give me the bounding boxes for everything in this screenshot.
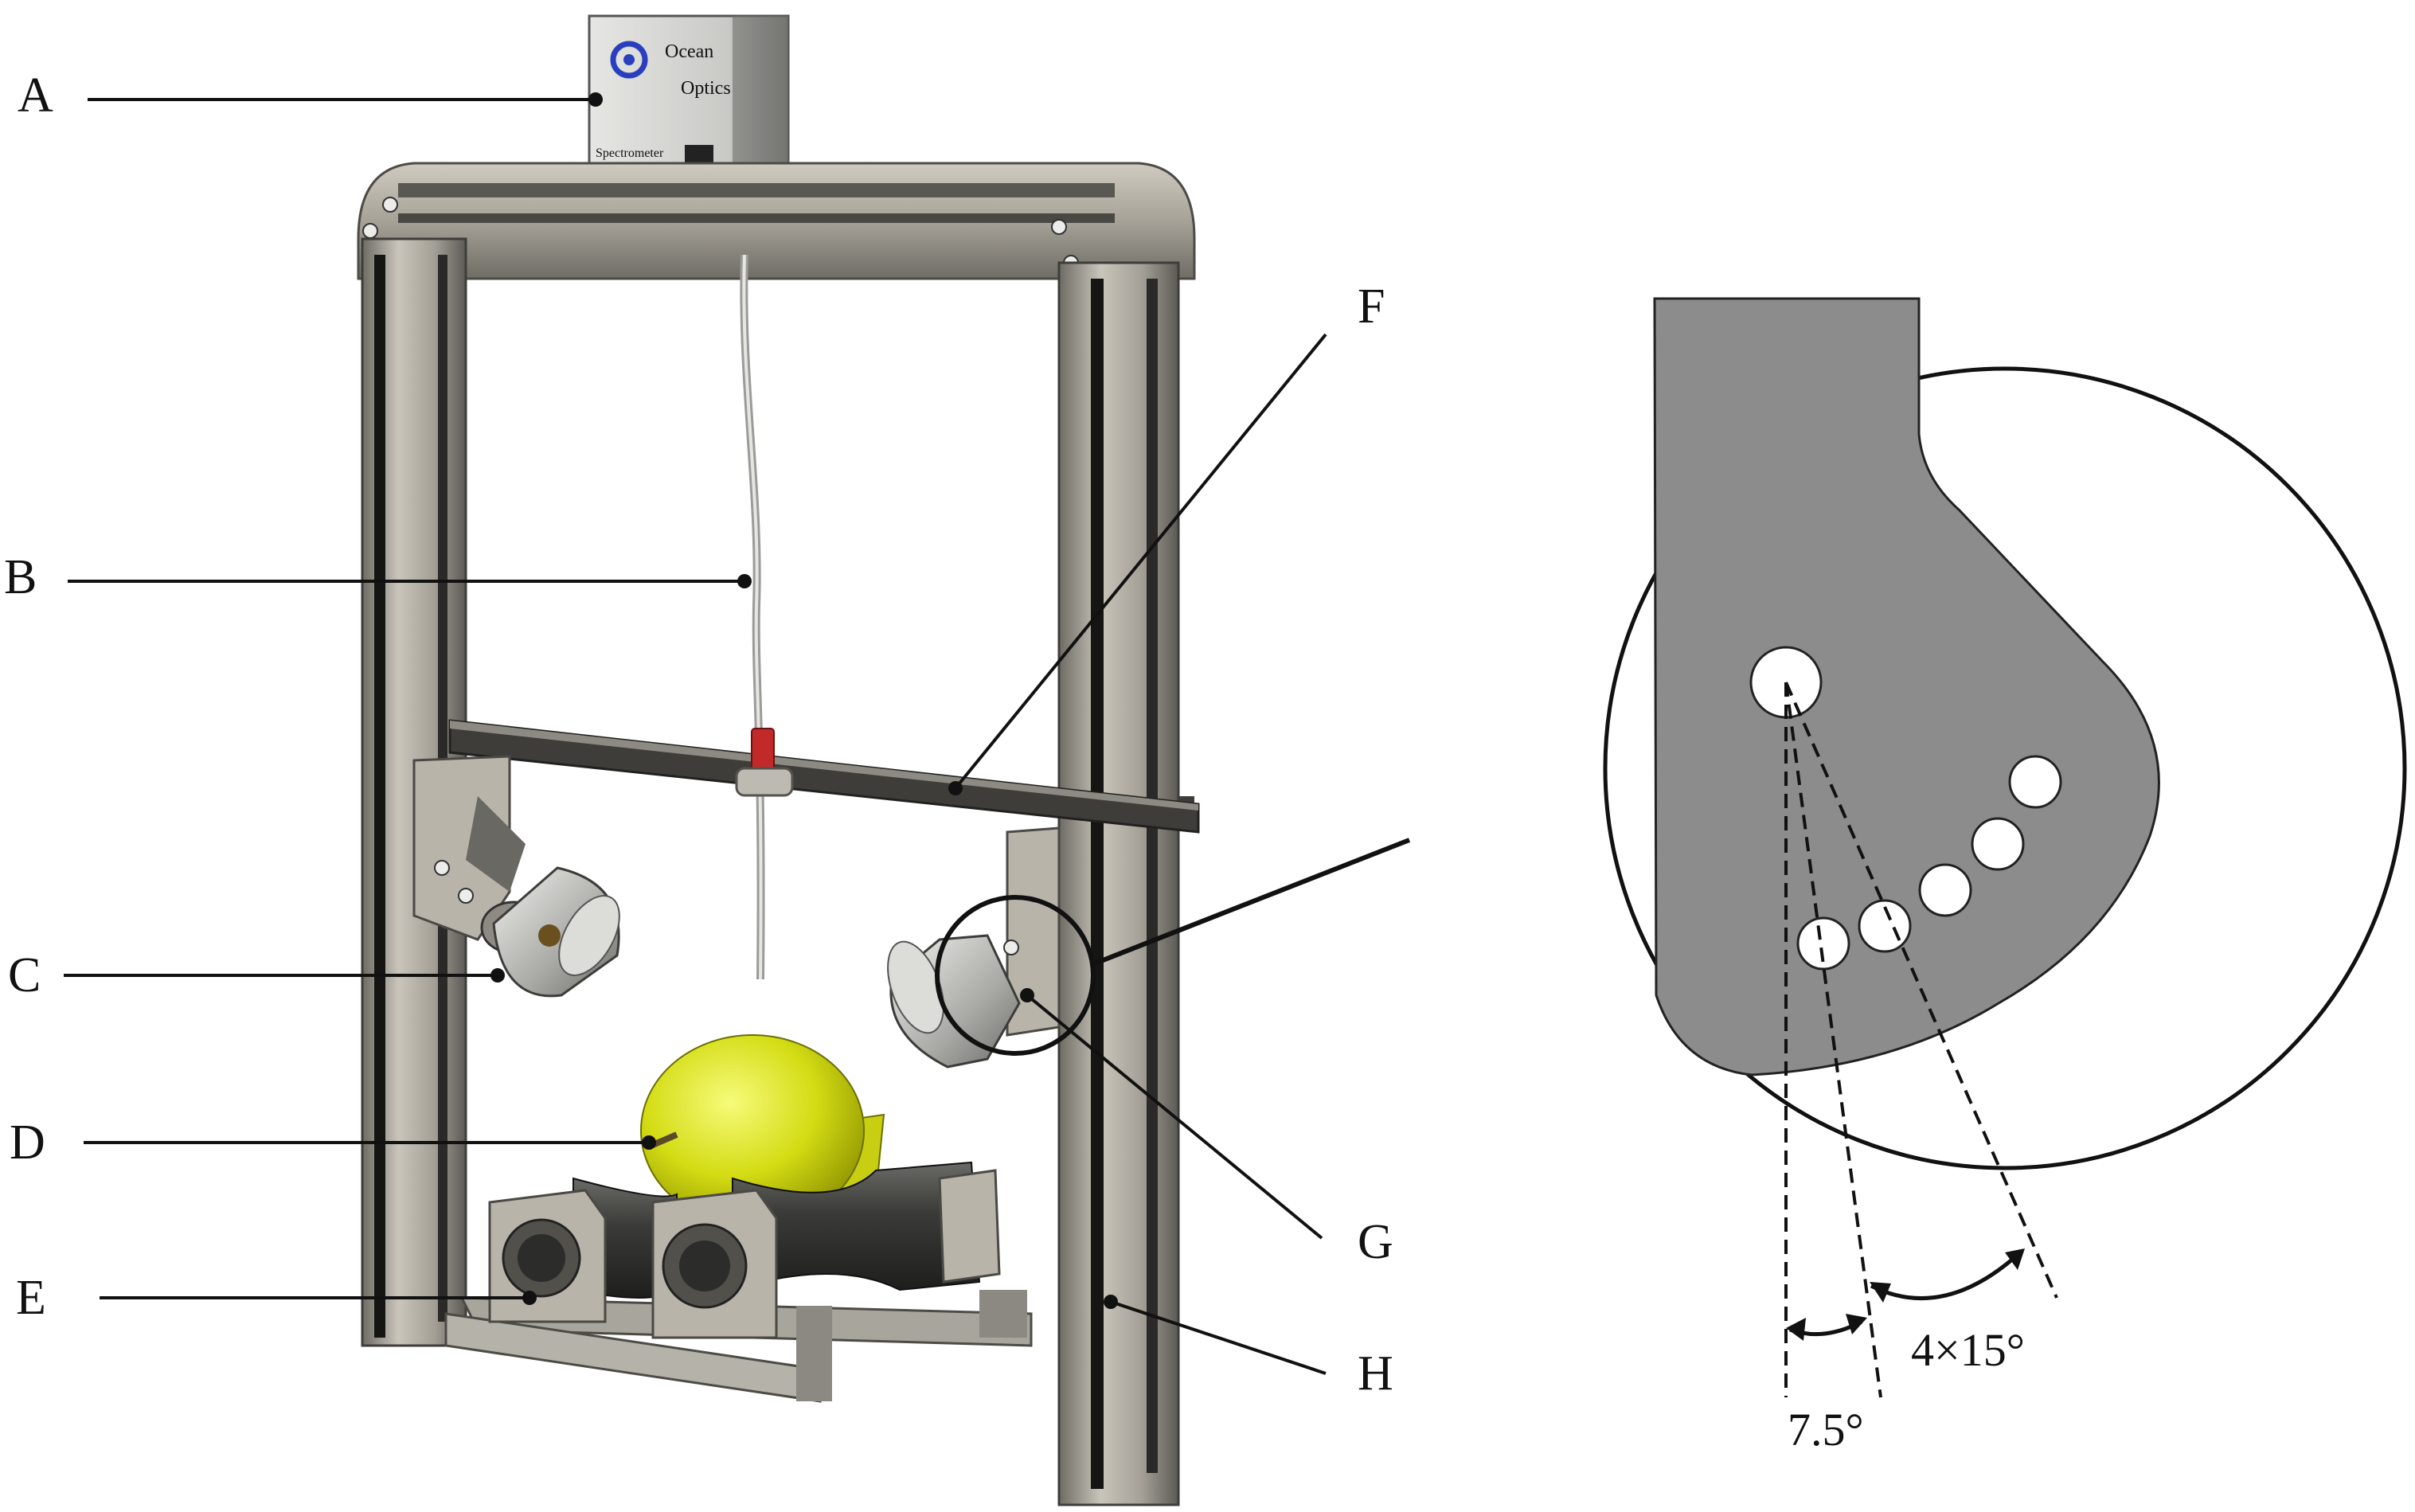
part-labels: A B C D E F G H [4,68,1393,1401]
label-E: E [16,1271,46,1325]
angle-label-large: 4×15° [1911,1324,2025,1376]
label-F: F [1358,279,1385,334]
frame-top-beam [357,162,1196,280]
leader-G [1026,994,1323,1240]
frame-right-column [1057,261,1194,1506]
fiber-probe [735,254,794,980]
bolt-icon [1051,219,1067,235]
probe-tip [751,728,775,774]
detail-callout-circle-small [935,895,1096,1056]
detail-view: 7.5° 4×15° [1603,297,2407,1455]
fruit-sample [640,1034,885,1227]
bolt-icon [434,860,450,876]
cross-bar [448,719,1200,834]
leader-F [954,333,1327,790]
spectrometer-brand-1: Ocean [665,41,713,62]
label-D: D [10,1115,45,1170]
arrowheads [1786,1248,2025,1341]
label-A: A [18,68,53,123]
angle-label-small: 7.5° [1788,1404,1864,1455]
leader-detail [1093,838,1411,966]
bolt-icon [362,223,378,239]
bracket-plate [1653,297,2160,1076]
spectrometer-model: Spectrometer [596,147,664,160]
bolt-icon [458,888,474,904]
halogen-lamp-left [480,866,620,998]
roller-base [444,1161,1033,1403]
leader-lines [64,98,1411,1375]
spectrometer-box: Ocean Optics Spectrometer [588,14,790,169]
bolt-icon [382,197,398,213]
roller-right [651,1161,1001,1339]
label-C: C [8,948,41,1002]
leader-H [1110,1300,1327,1375]
label-B: B [4,550,37,604]
right-lamp-assembly [887,826,1096,1069]
left-lamp-assembly [412,755,620,998]
roller-left [488,1177,678,1323]
spectrometer-brand-2: Optics [681,78,731,99]
halogen-lamp-right [887,934,1021,1069]
angle-arcs [1789,1252,2020,1337]
angle-guides [1784,682,2058,1398]
logo-icon [610,41,648,79]
bolt-icon [1003,940,1019,955]
label-G: G [1358,1215,1393,1269]
leader-dots [490,92,1118,1309]
label-H: H [1358,1346,1393,1401]
